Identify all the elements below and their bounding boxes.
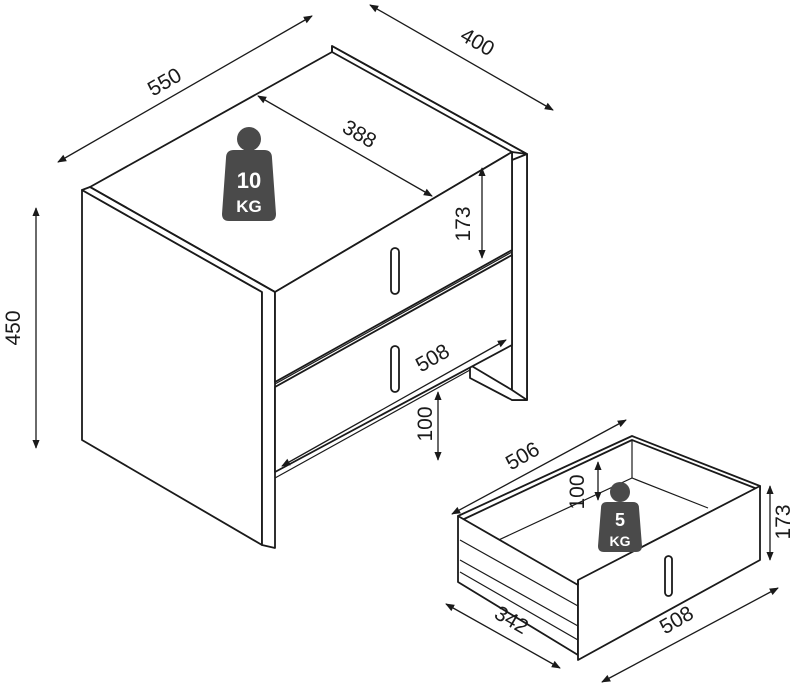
weight-top-value: 10 — [237, 168, 261, 193]
label-height: 450 — [2, 310, 25, 345]
top-drawer-handle[interactable] — [390, 247, 400, 295]
dim-line-inner-width — [257, 95, 433, 197]
weight-icon-top — [222, 150, 276, 221]
weight-badge-drawer: 5 KG — [598, 482, 642, 552]
weight-top-unit: KG — [236, 197, 262, 216]
bottom-drawer-handle[interactable] — [390, 345, 400, 393]
label-width: 550 — [144, 64, 186, 101]
label-leg-clearance: 100 — [414, 406, 437, 441]
dim-line-drawer-width — [451, 419, 627, 515]
weight-icon-drawer-knob — [610, 482, 630, 502]
weight-badge-top: 10 KG — [222, 127, 276, 221]
label-depth: 400 — [456, 24, 498, 61]
dimension-lines — [32, 4, 779, 683]
label-drawer-inner-height: 100 — [566, 474, 589, 509]
weight-icon-drawer — [598, 502, 642, 552]
weight-icon-top-knob — [237, 127, 261, 151]
drawer-handle[interactable] — [664, 555, 673, 597]
label-drawer-width: 506 — [502, 438, 544, 475]
right-leg — [511, 151, 528, 401]
dim-line-width — [57, 15, 313, 163]
dim-line-drawer-front — [601, 587, 779, 683]
dim-line-depth — [369, 4, 554, 111]
nightstand — [81, 45, 528, 549]
label-drawer-height-top: 173 — [452, 206, 475, 241]
dim-line-drawer-depth — [445, 603, 561, 669]
dim-line-drawer-front-width — [281, 339, 507, 467]
weight-drawer-value: 5 — [615, 510, 625, 530]
weight-drawer-unit: KG — [610, 533, 631, 549]
top-front-edge — [89, 186, 276, 293]
label-drawer-height: 173 — [772, 504, 795, 539]
